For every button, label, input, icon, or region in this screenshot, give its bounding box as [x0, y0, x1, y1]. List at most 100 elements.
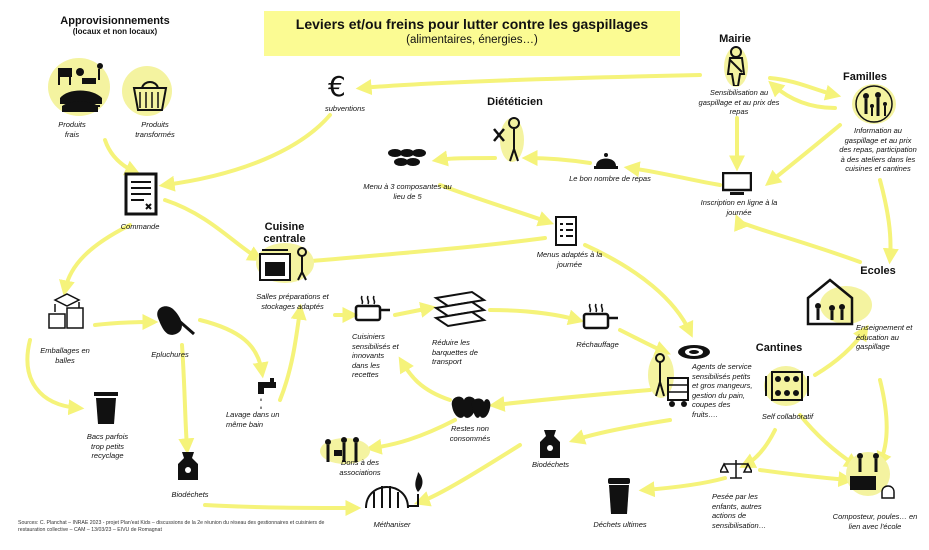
self-text: Self collaboratif	[761, 412, 814, 421]
plates-icon	[388, 149, 426, 166]
family-icon	[855, 85, 893, 123]
label-menus-adaptes: Menus adaptés à la journée	[532, 250, 607, 269]
barquettes-text: Réduire les barquettes de transport	[432, 338, 478, 366]
arrow-mairie-familles	[768, 76, 842, 101]
arrow-cantines-ecoles	[813, 324, 869, 377]
computer-icon	[722, 172, 752, 195]
label-commande: Commande	[110, 222, 170, 232]
biodechets-2-text: Biodéchets	[531, 460, 570, 469]
dons-text: Dons à des associations	[339, 458, 381, 477]
waste-bag-icon	[540, 430, 560, 458]
scale-icon	[720, 460, 752, 479]
euro-icon: €	[328, 70, 346, 103]
arrow-pot-barquettes	[393, 302, 437, 318]
arrow-barquettes-rechauffage	[488, 308, 585, 326]
heading-familles: Familles	[842, 71, 888, 83]
heading-approvisionnements-sub: (locaux et non locaux)	[72, 27, 158, 36]
heading-ecoles: Ecoles	[860, 265, 896, 277]
school-icon	[806, 278, 854, 326]
arrow-restes-dons	[365, 418, 457, 455]
enseignement-text: Enseignement et éducation au gaspillage	[856, 323, 913, 351]
inscription-text: Inscription en ligne à la journée	[700, 198, 778, 217]
arrow-emballages-epluchures	[93, 314, 159, 331]
arrow-appro-commande	[103, 138, 141, 176]
composteur-text: Composteur, poules… en lien avec l'école	[832, 512, 918, 531]
arrow-epluchures-lavage	[198, 318, 269, 379]
apples-icon	[451, 396, 491, 418]
arrow-dieteticien-menu	[431, 150, 497, 167]
arrow-familles-mairie	[768, 80, 837, 110]
arrow-agents-biodechets	[568, 418, 672, 445]
label-produits-transformes: Produits transformés	[130, 120, 180, 139]
bacs-text: Bacs parfois trop petits recyclage	[86, 432, 129, 460]
trash-bin-icon	[608, 478, 630, 514]
kitchen-icon	[259, 247, 307, 281]
warm-pot-icon	[582, 303, 618, 330]
arrow-menu-menus	[438, 183, 555, 227]
heading-cuisine-centrale: Cuisine centrale	[263, 221, 306, 245]
epluchures-text: Epluchures	[151, 350, 189, 359]
cloche-icon	[594, 153, 618, 169]
arrow-biodechets-methaniser2	[413, 443, 522, 507]
waste-bag-icon	[178, 452, 198, 480]
agents-text: Agents de service sensibilisés petits et…	[692, 362, 753, 419]
people-icon	[325, 437, 359, 462]
arrow-commande-cuisine	[163, 198, 264, 262]
arrow-commande-emballages	[59, 223, 132, 297]
title-box: Leviers et/ou freins pour lutter contre …	[264, 11, 680, 56]
menu-list-icon	[555, 216, 577, 246]
rechauffage-text: Réchauffage	[576, 340, 619, 349]
heading-dieteticien: Diététicien	[487, 96, 543, 108]
arrow-menus-cuisine	[293, 236, 547, 270]
arrow-ecoles-menus	[734, 214, 862, 264]
chef-icon	[493, 117, 520, 162]
pot-icon	[354, 295, 390, 322]
menus-adaptes-text: Menus adaptés à la journée	[536, 250, 603, 269]
label-biodechets-2: Biodéchets	[523, 460, 578, 470]
mayor-icon	[726, 46, 746, 86]
produits-frais-text: Produits frais	[58, 120, 86, 139]
label-barquettes: Réduire les barquettes de transport	[432, 338, 492, 367]
label-rechauffage: Réchauffage	[570, 340, 625, 350]
arrow-familles-inscription	[765, 123, 842, 186]
peeling-icon	[157, 306, 195, 336]
sensibilisation-mairie-text: Sensibilisation au gaspillage et au prix…	[698, 88, 780, 116]
label-composteur: Composteur, poules… en lien avec l'école	[830, 512, 920, 531]
label-salles: Salles préparations et stockages adaptés	[250, 292, 335, 311]
arrow-agents-restes	[488, 388, 652, 412]
produits-transformes-text: Produits transformés	[135, 120, 175, 139]
arrow-mairie-subventions	[355, 73, 702, 96]
heading-mairie: Mairie	[719, 33, 751, 45]
menu-3-text: Menu à 3 composantes au lieu de 5	[363, 182, 452, 201]
label-inscription: Inscription en ligne à la journée	[694, 198, 784, 217]
bin-icon	[94, 392, 118, 424]
arrow-rechauffage-agents	[618, 328, 671, 356]
subtitle: (alimentaires, énergies…)	[406, 34, 538, 46]
dechets-ultimes-text: Déchets ultimes	[593, 520, 647, 529]
label-sensibilisation-mairie: Sensibilisation au gaspillage et au prix…	[694, 88, 784, 117]
label-dons: Dons à des associations	[330, 458, 390, 477]
arrow-subventions-commande	[158, 113, 332, 192]
table-icon	[765, 371, 809, 401]
label-pesee: Pesée par les enfants, autres actions de…	[712, 492, 774, 530]
commande-text: Commande	[120, 222, 160, 231]
arrow-menus-agents	[583, 243, 694, 338]
order-form-icon	[124, 172, 158, 216]
cuisiniers-text: Cuisiniers sensibilisés et innovants dan…	[352, 332, 399, 379]
methaniser-text: Méthaniser	[373, 520, 411, 529]
arrow-restes-cuisiniers	[398, 356, 452, 402]
restes-text: Restes non consommés	[449, 424, 491, 443]
lavage-text: Lavage dans un même bain	[226, 410, 280, 429]
arrow-pesee-dechets	[638, 476, 727, 498]
label-produits-frais: Produits frais	[52, 120, 92, 139]
tap-icon	[258, 378, 276, 409]
heading-approvisionnements-text: Approvisionnements	[60, 15, 170, 27]
label-menu-3: Menu à 3 composantes au lieu de 5	[360, 182, 455, 201]
sources-note: Sources: C. Planchat – INRAE 2023 - proj…	[18, 520, 325, 533]
agent-icon	[655, 353, 689, 407]
salles-text: Salles préparations et stockages adaptés	[256, 292, 329, 311]
label-bon-nombre: Le bon nombre de repas	[560, 174, 660, 184]
biodechets-1-text: Biodéchets	[171, 490, 209, 499]
arrow-familles-ecoles	[878, 178, 899, 265]
